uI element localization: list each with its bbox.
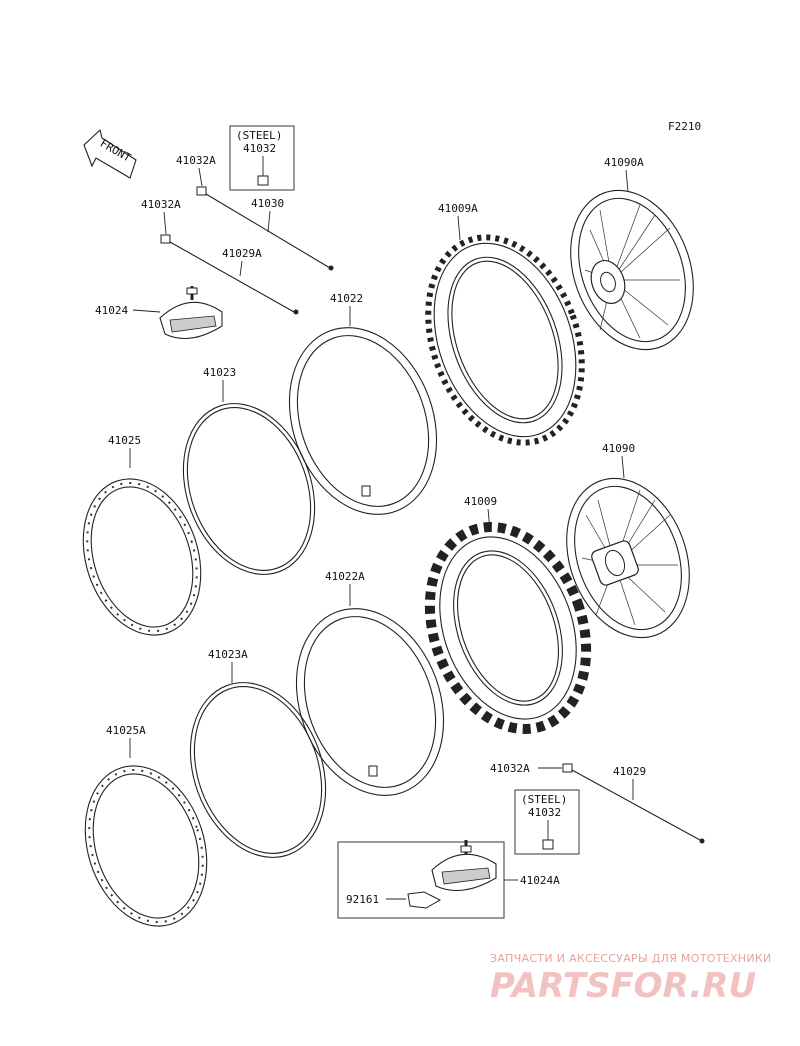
rim-41025 [82,478,202,636]
rim-41025A [84,765,208,927]
steel-note-bottom: (STEEL) [521,793,567,806]
tire-41009A [425,234,585,446]
rim-band-41023A [189,682,327,858]
spoke-41029A [169,241,295,313]
steel-box-top [229,125,295,191]
label-41022: 41022 [330,292,363,305]
label-41025A: 41025A [106,724,146,737]
wheel-41090A [570,189,694,351]
rubber-92161 [407,891,442,909]
inner-tube-41022A [295,608,445,796]
nut-steel-bottom [542,839,554,850]
label-41009A: 41009A [438,202,478,215]
label-41032-top: 41032 [243,142,276,155]
label-41030: 41030 [251,197,284,210]
front-arrow-icon: FRONT [83,128,137,179]
label-41022A: 41022A [325,570,365,583]
label-41009: 41009 [464,495,497,508]
watermark-line2: PARTSFOR.RU [490,966,756,1006]
label-41090: 41090 [602,442,635,455]
label-41025: 41025 [108,434,141,447]
label-41029A: 41029A [222,247,262,260]
spoke-41029 [571,769,701,841]
label-41024A: 41024A [520,874,560,887]
label-41090A: 41090A [604,156,644,169]
tire-41009 [424,522,592,734]
steel-note-top: (STEEL) [236,129,282,142]
label-41023A: 41023A [208,648,248,661]
label-92161: 92161 [346,893,379,906]
steel-box-bottom [514,789,580,855]
label-41023: 41023 [203,366,236,379]
figure-code: F2210 [668,120,701,133]
nipple-41032A-b [160,234,171,244]
inner-tube-41022 [288,327,438,515]
watermark-line1: ЗАПЧАСТИ И АКСЕССУАРЫ ДЛЯ МОТОТЕХНИКИ [490,952,772,965]
rim-lock-41024A [431,840,497,891]
rim-band-41023 [182,403,316,575]
label-41032-bottom: 41032 [528,806,561,819]
nut-steel-top [257,175,269,186]
label-41024: 41024 [95,304,128,317]
label-41032A-a: 41032A [176,154,216,167]
label-41029: 41029 [613,765,646,778]
label-41032A-c: 41032A [490,762,530,775]
nipple-41032A-a [196,186,207,196]
nipple-41032A-c [562,763,573,773]
rim-lock-41024 [159,286,223,340]
label-41032A-b: 41032A [141,198,181,211]
wheel-41090 [566,477,690,639]
